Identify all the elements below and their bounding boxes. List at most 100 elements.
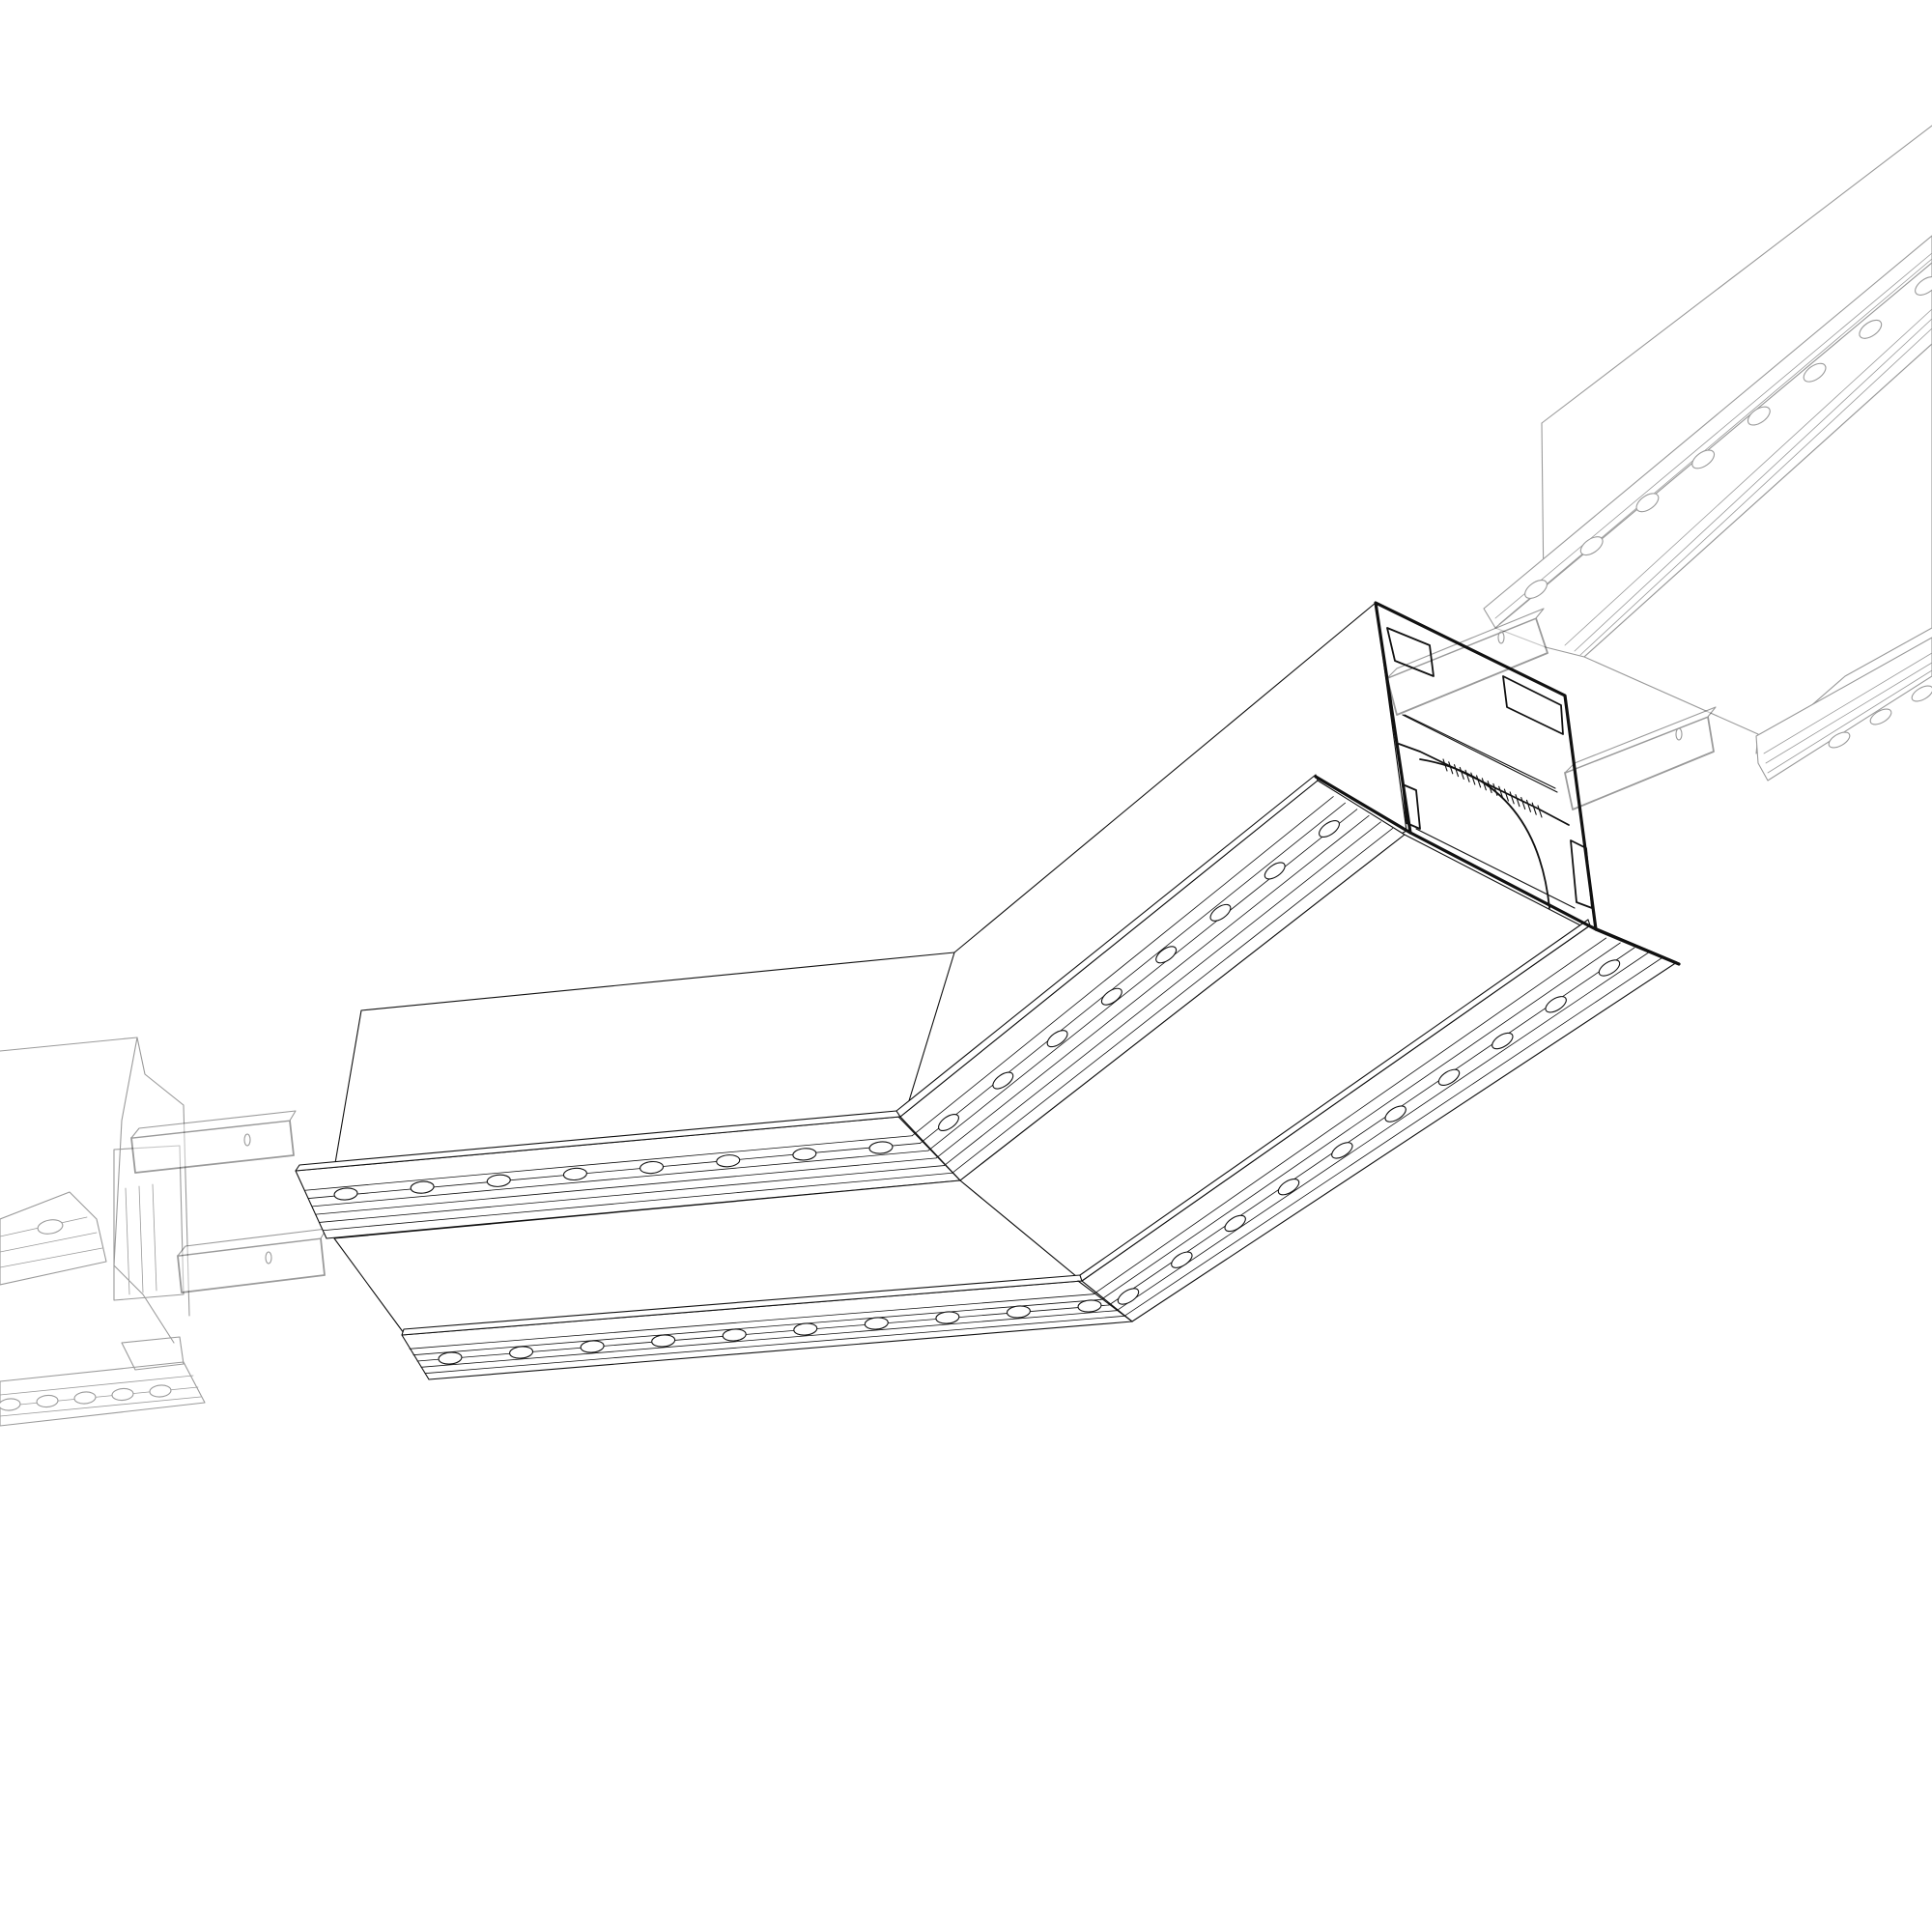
section-floor-rail (1415, 828, 1576, 909)
ghost-left-inner-body (113, 1145, 185, 1301)
corner-upper-flange-right-ribs (911, 796, 1394, 1174)
flange-rib (1100, 942, 1621, 1300)
ghost-right-lower-flange (1755, 637, 1932, 781)
flange-rib (952, 828, 1394, 1174)
ghost-profile-left (0, 1037, 206, 1427)
corner-mitre-upper (897, 1116, 961, 1181)
mounting-hole (716, 1154, 741, 1168)
mounting-hole (1384, 1105, 1406, 1122)
mounting-hole (73, 1391, 97, 1405)
heatsink-fin (1464, 769, 1470, 782)
ghost-right-upper-flange (1483, 235, 1932, 629)
section-clip-lower-right (1570, 839, 1593, 909)
ghost-right-upper-ribs (1494, 252, 1932, 625)
mounting-hole (1264, 862, 1286, 880)
mounting-hole (0, 1398, 21, 1411)
mounting-hole (1579, 536, 1604, 556)
flange-rib (409, 1293, 1094, 1350)
mounting-hole (1911, 685, 1932, 702)
ghost-right-flange-face (1494, 262, 1932, 658)
mounting-hole (486, 1174, 511, 1187)
mounting-hole (1277, 1178, 1300, 1196)
mounting-hole (438, 1351, 463, 1365)
section-lower-wing (1594, 927, 1681, 966)
heatsink-fin (1525, 799, 1532, 812)
corner-profile (295, 601, 1681, 1380)
mounting-hole (793, 1322, 818, 1336)
mounting-hole (1224, 1214, 1246, 1233)
section-diffuser (1419, 758, 1550, 909)
mounting-hole (651, 1334, 676, 1348)
mounting-hole (868, 1141, 894, 1154)
connector-plate-edge (1386, 608, 1545, 679)
section-inner-rail (1404, 714, 1556, 789)
ghost-right-flange-ribs (1564, 308, 1932, 656)
mounting-hole (37, 1219, 64, 1235)
flange-rib (420, 1310, 1118, 1368)
mounting-hole (639, 1160, 665, 1175)
section-driver-channel (1402, 714, 1558, 793)
ghost-left-upper-flange (0, 1191, 107, 1286)
ghost-profile-right (1483, 125, 1932, 781)
mounting-hole (1331, 1142, 1353, 1159)
connector-hole (243, 1133, 251, 1147)
ghost-left-holes (0, 1219, 172, 1411)
mounting-hole (938, 1113, 959, 1132)
mounting-hole (562, 1167, 587, 1181)
heatsink-fin (1459, 766, 1464, 781)
ghost-left-lower-flange (0, 1361, 206, 1427)
mounting-hole (1859, 319, 1883, 339)
ghost-left-inner-edge (113, 1037, 175, 1344)
mounting-hole (1117, 1288, 1140, 1305)
flange-rib (1123, 956, 1663, 1317)
mounting-hole (1046, 1030, 1068, 1048)
ghost-left-heatsink-fins (125, 1183, 157, 1295)
flange-rib (920, 802, 1346, 1144)
connector-plate (1564, 716, 1715, 810)
flange-rib (412, 1298, 1102, 1356)
ghost-left-base (121, 1336, 185, 1371)
connector-plate-right-upper (1386, 608, 1548, 716)
heatsink-fin (1476, 775, 1482, 788)
connector-hole (265, 1251, 272, 1264)
mounting-hole (1803, 362, 1827, 383)
connector-plate-left-lower (177, 1228, 327, 1293)
flange-rib (1093, 937, 1607, 1295)
corner-upper-flange-right-lip (895, 774, 1319, 1118)
corner-upper-flange-left-ribs (304, 1135, 953, 1232)
connector-plate (130, 1120, 295, 1174)
corner-lower-flange-left-ribs (409, 1293, 1125, 1375)
mounting-hole (1100, 987, 1122, 1006)
ghost-right-lower-region (1583, 343, 1932, 754)
flange-rib (927, 809, 1358, 1151)
flange-rib (1116, 952, 1650, 1312)
corner-end-cross-section (1314, 601, 1681, 966)
mounting-hole (1598, 959, 1621, 977)
flange-rib (322, 1172, 953, 1232)
section-clip-lower-left (1402, 783, 1421, 830)
ghost-right-wall-top (1541, 125, 1932, 424)
mounting-hole (792, 1148, 817, 1161)
heatsink-fin (1537, 805, 1543, 818)
mounting-hole (1319, 819, 1340, 838)
mounting-hole (509, 1346, 534, 1359)
ghost-left-outline (0, 1037, 190, 1317)
mounting-hole (1869, 708, 1892, 725)
heatsink-fin (1453, 764, 1460, 778)
flange-rib (311, 1150, 929, 1208)
ghost-left-upper-ribs (0, 1216, 103, 1268)
mounting-hole (1635, 493, 1660, 513)
connector-plate (1386, 617, 1548, 716)
heatsink-fin (1498, 785, 1504, 799)
mounting-hole (36, 1394, 59, 1408)
connector-hole (1675, 727, 1683, 741)
heatsink-fin (1470, 772, 1476, 785)
mounting-hole (1747, 406, 1771, 426)
heatsink-fin (1531, 802, 1537, 815)
mounting-hole (992, 1071, 1014, 1090)
mounting-hole (722, 1328, 747, 1342)
mounting-hole (149, 1384, 172, 1398)
flange-rib (315, 1157, 937, 1215)
